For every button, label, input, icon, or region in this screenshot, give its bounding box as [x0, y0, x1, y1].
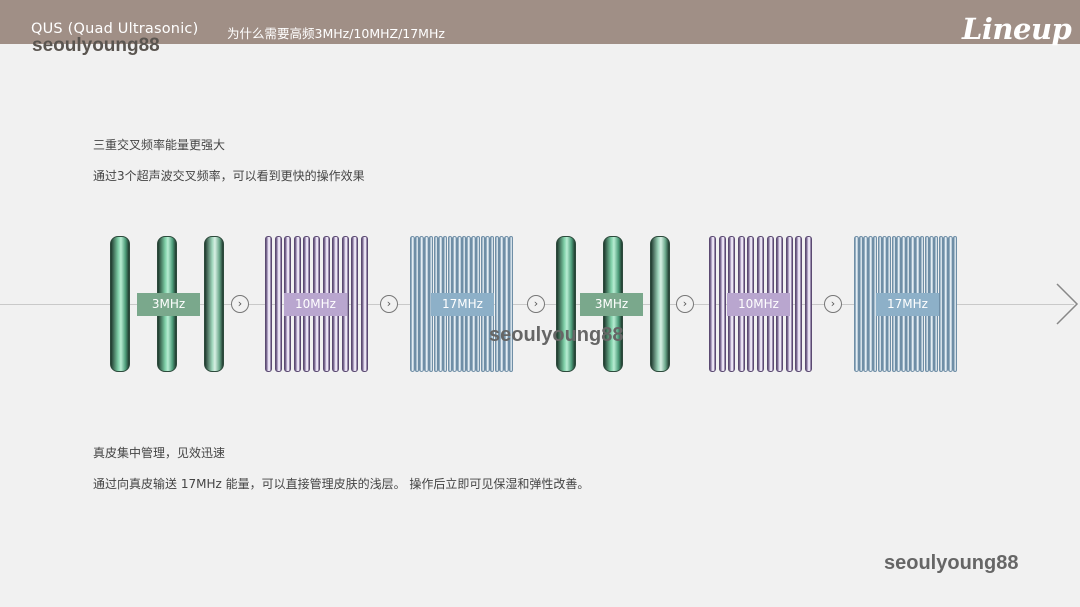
transducer-plate: [274, 236, 282, 372]
transducer-bar: [204, 236, 224, 372]
header-bar: [0, 0, 1080, 44]
section2-text: 通过向真皮输送 17MHz 能量，可以直接管理皮肤的浅层。 操作后立即可见保湿和…: [93, 477, 590, 491]
transducer-plate: [863, 236, 868, 372]
transducer-bar: [650, 236, 670, 372]
chevron-right-icon: ›: [676, 295, 694, 313]
transducer-plate: [858, 236, 864, 372]
chevron-right-icon: ›: [231, 295, 249, 313]
transducer-plate: [265, 236, 272, 372]
chevron-right-icon: ›: [824, 295, 842, 313]
frequency-label: 10MHz: [284, 293, 347, 316]
transducer-plate: [504, 236, 509, 372]
section2-heading: 真皮集中管理，见效迅速: [93, 446, 226, 460]
page-title: QUS (Quad Ultrasonic): [31, 21, 199, 37]
transducer-plate: [508, 236, 514, 372]
transducer-bar: [556, 236, 576, 372]
frequency-label: 17MHz: [876, 293, 939, 316]
frequency-label: 17MHz: [431, 293, 494, 316]
section1-text: 通过3个超声波交叉频率，可以看到更快的操作效果: [93, 169, 365, 183]
chevron-right-icon: ›: [527, 295, 545, 313]
transducer-plate: [854, 236, 859, 372]
transducer-plate: [805, 236, 812, 372]
transducer-plate: [499, 236, 504, 372]
page-subtitle: 为什么需要高频3MHz/10MHZ/17MHz: [227, 26, 445, 41]
transducer-plate: [948, 236, 953, 372]
transducer-plate: [424, 236, 429, 372]
watermark: seoulyoung88: [489, 324, 624, 346]
transducer-plate: [494, 236, 500, 372]
transducer-plate: [709, 236, 716, 372]
transducer-plate: [351, 236, 359, 372]
lineup-logo: Lineup: [962, 12, 1072, 46]
next-slide-chevron-icon[interactable]: [1051, 282, 1080, 326]
transducer-plate: [419, 236, 424, 372]
transducer-plate: [868, 236, 873, 372]
transducer-plate: [952, 236, 958, 372]
watermark: seoulyoung88: [32, 35, 160, 56]
transducer-plate: [718, 236, 726, 372]
frequency-label: 10MHz: [727, 293, 790, 316]
transducer-plate: [943, 236, 948, 372]
transducer-plate: [361, 236, 368, 372]
watermark: seoulyoung88: [884, 552, 1019, 574]
transducer-plate: [414, 236, 420, 372]
section1-heading: 三重交叉频率能量更强大: [93, 138, 226, 152]
frequency-label: 3MHz: [137, 293, 200, 316]
frequency-label: 3MHz: [580, 293, 643, 316]
chevron-right-icon: ›: [380, 295, 398, 313]
transducer-plate: [938, 236, 944, 372]
transducer-bar: [110, 236, 130, 372]
transducer-plate: [795, 236, 803, 372]
transducer-plate: [410, 236, 415, 372]
